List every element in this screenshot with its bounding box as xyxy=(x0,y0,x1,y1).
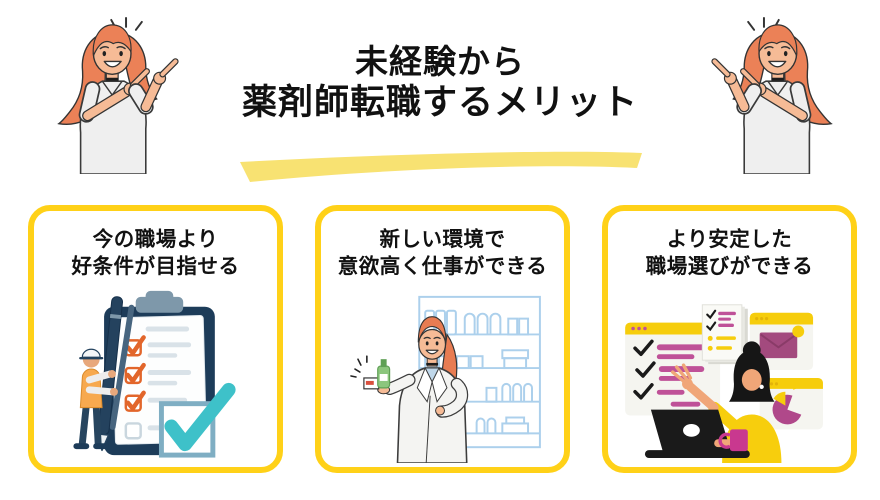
card-title: より安定した 職場選びができる xyxy=(645,228,814,279)
worker-figure xyxy=(73,348,118,450)
orange-check-icon xyxy=(125,335,146,356)
woman-figure xyxy=(670,341,781,463)
card-title: 新しい環境で 意欲高く仕事ができる xyxy=(337,228,548,279)
mail-window xyxy=(749,312,813,371)
page-title-line2: 薬剤師転職するメリット xyxy=(241,83,638,123)
benefit-card-stable-workplace: より安定した 職場選びができる xyxy=(602,205,857,473)
sparkle-icon xyxy=(349,355,368,378)
checklist-clipboard-illustration xyxy=(34,280,277,467)
checklist-window xyxy=(624,322,720,416)
orange-check-icon xyxy=(125,362,146,384)
woman-laptop-windows-illustration xyxy=(608,280,851,467)
title-highlight-underline xyxy=(240,151,642,182)
benefit-card-better-conditions: 今の職場より 好条件が目指せる xyxy=(28,205,283,473)
page-title: 未経験から 薬剤師転職するメリット xyxy=(0,42,880,125)
teal-check-icon xyxy=(164,382,236,452)
giant-pen xyxy=(96,296,124,452)
benefit-cards: 今の職場より 好条件が目指せる xyxy=(28,205,857,473)
card-title: 今の職場より 好条件が目指せる xyxy=(71,228,240,279)
benefit-card-new-environment: 新しい環境で 意欲高く仕事ができる xyxy=(315,205,570,473)
page-title-line1: 未経験から xyxy=(355,43,525,80)
orange-check-icon xyxy=(125,390,146,411)
pie-chart-window xyxy=(759,377,823,430)
pharmacist-shelf-illustration xyxy=(321,280,564,467)
envelope-icon xyxy=(759,332,797,359)
mug xyxy=(718,429,748,452)
